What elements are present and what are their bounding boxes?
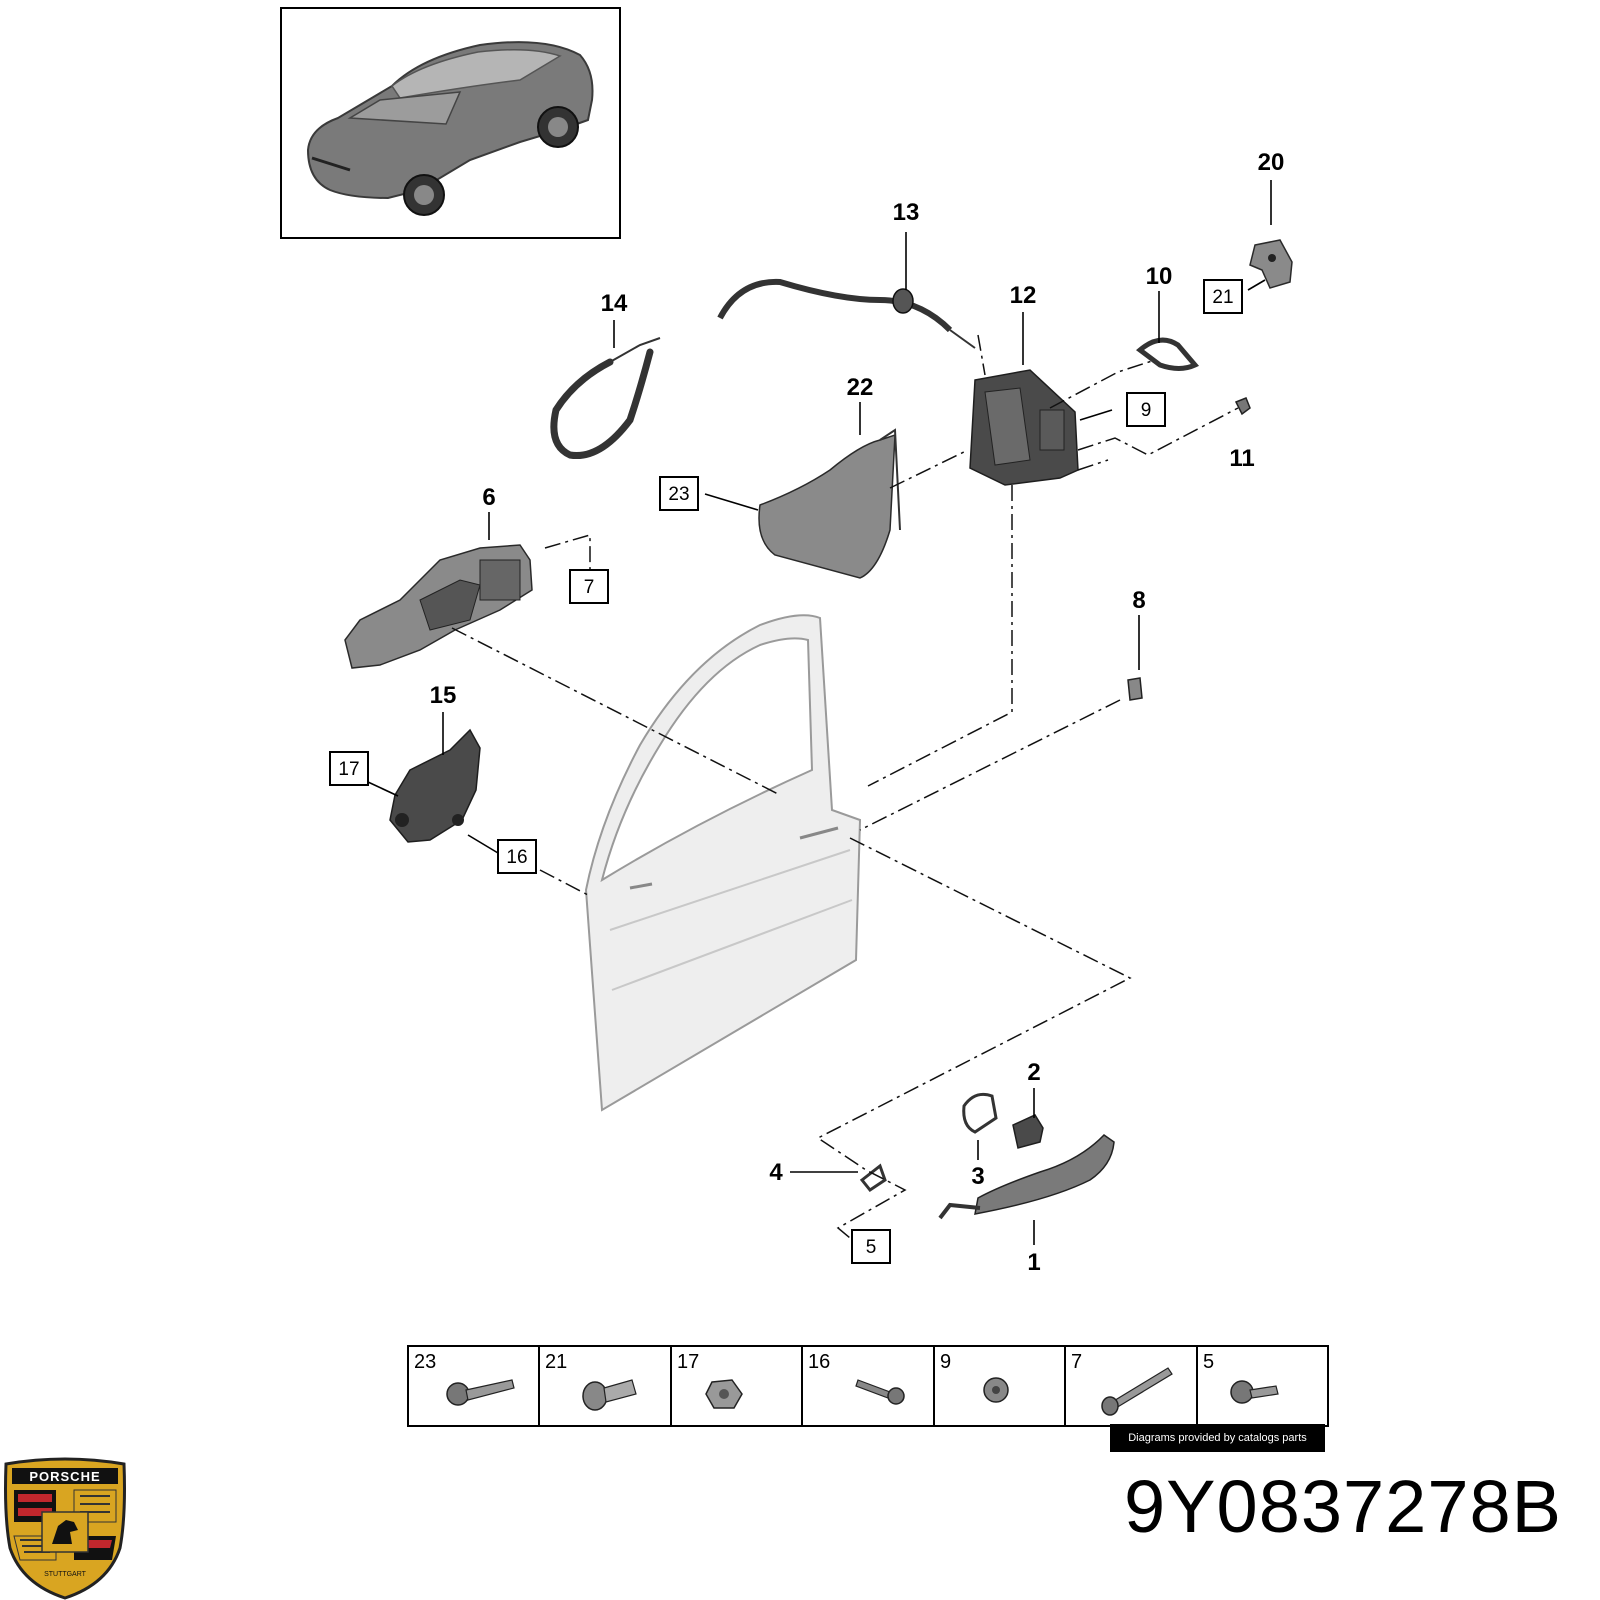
- callout-2: 2: [1027, 1059, 1040, 1086]
- nut-icon: [705, 1379, 743, 1409]
- diagram-credit: Diagrams provided by catalogs parts: [1110, 1424, 1325, 1452]
- part-22-cover: [758, 428, 901, 579]
- box-ref-7: 7: [584, 577, 595, 598]
- part-2-cap: [1012, 1114, 1044, 1149]
- svg-text:PORSCHE: PORSCHE: [29, 1469, 100, 1484]
- table-cell-number: 16: [808, 1351, 830, 1373]
- callout-6: 6: [482, 484, 495, 511]
- box-ref-21: 21: [1212, 287, 1233, 308]
- callout-4: 4: [769, 1159, 783, 1186]
- stud-icon: [855, 1379, 905, 1405]
- callout-11: 11: [1229, 445, 1254, 472]
- leader-lines: [367, 180, 1272, 1245]
- porsche-crest-logo: PORSCHE STUTTGART: [4, 1457, 126, 1600]
- svg-text:STUTTGART: STUTTGART: [44, 1571, 87, 1578]
- part-3-gasket: [962, 1092, 998, 1134]
- box-ref-16: 16: [506, 847, 527, 868]
- box-ref-23: 23: [668, 484, 689, 505]
- part-12-lock: [969, 369, 1079, 486]
- callout-15: 15: [430, 682, 457, 709]
- callout-labels: 20 13 10 12 14 22 11 6 8 15 2 4 3 1: [430, 149, 1285, 1276]
- table-cell-number: 21: [545, 1351, 567, 1373]
- table-cell-number: 17: [677, 1351, 699, 1373]
- bolt-icon: [582, 1379, 637, 1411]
- part-6-carrier: [344, 544, 533, 669]
- callout-22: 22: [847, 374, 874, 401]
- part-4-seal: [859, 1163, 887, 1193]
- boxed-references: 21 9 23 7 17 16 5: [329, 279, 1243, 1264]
- door-panel: [584, 614, 862, 1112]
- part-14-cable: [550, 337, 661, 460]
- table-cell-number: 9: [940, 1351, 951, 1373]
- table-cell-number: 23: [414, 1351, 436, 1373]
- part-20-striker: [1249, 239, 1293, 289]
- screw-icon: [1230, 1380, 1279, 1404]
- callout-20: 20: [1258, 149, 1285, 176]
- table-cell-number: 5: [1203, 1351, 1214, 1373]
- suv-body-icon: [306, 41, 594, 200]
- box-ref-5: 5: [866, 1237, 877, 1258]
- part-1-handle: [974, 1134, 1115, 1215]
- long-bolt-icon: [1101, 1367, 1173, 1416]
- callout-12: 12: [1010, 282, 1037, 309]
- part-15-bracket: [389, 728, 481, 843]
- callout-1: 1: [1027, 1249, 1040, 1276]
- clip-icon: [983, 1377, 1009, 1403]
- box-ref-17: 17: [338, 759, 359, 780]
- handle-group: [859, 1092, 1115, 1220]
- box-ref-9: 9: [1141, 400, 1152, 421]
- callout-14: 14: [601, 290, 628, 317]
- part-10-seal: [1135, 337, 1200, 371]
- vehicle-thumbnail: [280, 7, 621, 239]
- callout-3: 3: [971, 1163, 984, 1190]
- screw-icon: [446, 1379, 515, 1406]
- fastener-table: 23 21 17 16 9 7 5: [407, 1345, 1329, 1427]
- callout-13: 13: [893, 199, 920, 226]
- part-8-cap: [1127, 677, 1143, 701]
- table-cell-number: 7: [1071, 1351, 1082, 1373]
- callout-8: 8: [1132, 587, 1145, 614]
- part-number: 9Y0837278B: [1124, 1465, 1562, 1548]
- part-11-clip: [1234, 397, 1251, 416]
- part-13-cable: [717, 278, 976, 349]
- callout-10: 10: [1146, 263, 1173, 290]
